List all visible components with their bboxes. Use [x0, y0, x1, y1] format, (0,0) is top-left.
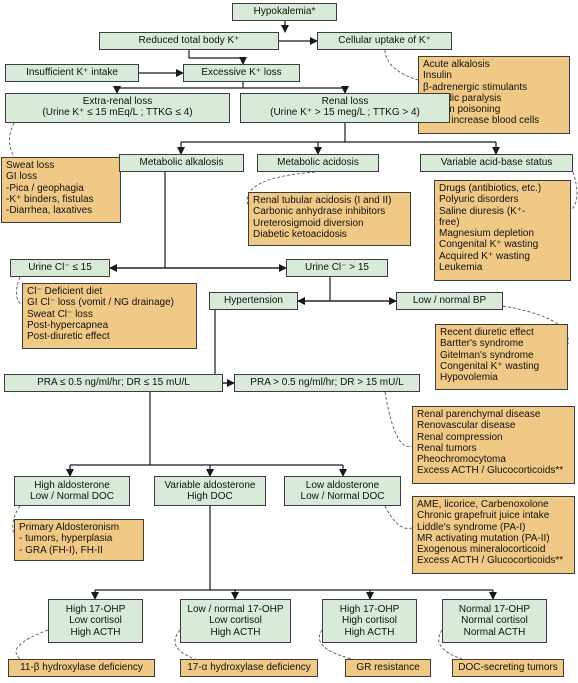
variable-acid-base-box: Variable acid-base status [420, 154, 573, 172]
diagnosis-17a-hydroxylase-box: 17-α hydroxylase deficiency [180, 659, 318, 677]
diagnosis-gr-resistance-box: GR resistance [345, 659, 431, 677]
dashed-acidosis-to-causes [246, 171, 316, 206]
renal-loss-box: Renal loss (Urine K⁺ > 15 meg/L ; TTKG >… [240, 93, 450, 123]
dashed-profile-4-to-dx [438, 629, 463, 660]
dashed-profile-2-to-dx [174, 629, 196, 660]
steroid-profile-3-box: High 17-OHP High cortisol High ACTH [322, 599, 417, 643]
hypertension-box: Hypertension [209, 292, 298, 310]
dashed-uptake-to-causes [384, 49, 419, 81]
cellular-uptake-k-box: Cellular uptake of K⁺ [317, 32, 452, 50]
urine-cl-high-box: Urine Cl⁻ > 15 [286, 259, 388, 277]
steroid-profile-1-box: High 17-OHP Low cortisol High ACTH [48, 599, 143, 643]
steroid-profile-4-box: Normal 17-OHP Normal cortisol Normal ACT… [442, 599, 547, 643]
variable-causes-box: Drugs (antibiotics, etc.) Polyuric disor… [434, 180, 571, 281]
extra-renal-causes-box: Sweat loss GI loss -Pica / geophagia -K⁺… [1, 157, 121, 223]
low-bp-causes-box: Recent diuretic effect Bartter's syndrom… [435, 324, 568, 390]
dashed-profile-1-to-dx [15, 629, 49, 660]
diagnosis-doc-tumors-box: DOC-secreting tumors [452, 659, 564, 677]
acidosis-causes-box: Renal tubular acidosis (I and II) Carbon… [248, 192, 411, 246]
metabolic-acidosis-box: Metabolic acidosis [257, 154, 379, 172]
insufficient-intake-box: Insufficient K⁺ intake [5, 64, 139, 82]
connector-to-excessive [188, 50, 247, 65]
steroid-profile-2-box: Low / normal 17-OHP Low cortisol High AC… [180, 599, 291, 643]
dashed-variable-to-causes [570, 171, 578, 211]
dashed-high-aldo-to-causes [12, 505, 21, 536]
extra-renal-loss-box: Extra-renal loss (Urine K⁺ ≤ 15 mEq/L ; … [5, 93, 230, 123]
variable-aldosterone-box: Variable aldosterone High DOC [154, 476, 266, 506]
pra-low-box: PRA ≤ 0.5 ng/ml/hr; DR ≤ 15 mU/L [4, 374, 223, 392]
diagnosis-11b-hydroxylase-box: 11-β hydroxylase deficiency [8, 659, 155, 677]
high-aldosterone-box: High aldosterone Low / Normal DOC [14, 476, 130, 506]
high-aldo-causes-box: Primary Aldosteronism - tumors, hyperpla… [14, 519, 144, 561]
dashed-extra-renal-to-causes [9, 122, 15, 158]
low-aldo-causes-box: AME, licorice, Carbenoxolone Chronic gra… [412, 496, 575, 574]
dashed-low-aldo-to-causes [384, 505, 413, 529]
pra-high-causes-box: Renal parenchymal disease Renovascular d… [412, 406, 575, 484]
metabolic-alkalosis-box: Metabolic alkalosis [119, 154, 244, 172]
urine-cl-low-box: Urine Cl⁻ ≤ 15 [10, 259, 110, 277]
low-aldosterone-box: Low aldosterone Low / Normal DOC [284, 476, 401, 506]
low-normal-bp-box: Low / normal BP [396, 292, 503, 310]
hypokalemia-box: Hypokalemia* [232, 3, 337, 21]
pra-high-box: PRA > 0.5 ng/ml/hr; DR > 15 mU/L [234, 374, 420, 392]
dashed-bp-to-causes [502, 305, 569, 345]
reduced-total-k-box: Reduced total body K⁺ [99, 32, 279, 50]
excessive-loss-box: Excessive K⁺ loss [183, 64, 300, 82]
urine-cl-low-causes-box: Cl⁻ Deficient diet GI Cl⁻ loss (vomit / … [22, 283, 197, 349]
dashed-pra-high-to-causes [384, 391, 413, 447]
dashed-cl-low-to-causes [16, 276, 23, 306]
dashed-profile-3-to-dx [318, 629, 353, 660]
